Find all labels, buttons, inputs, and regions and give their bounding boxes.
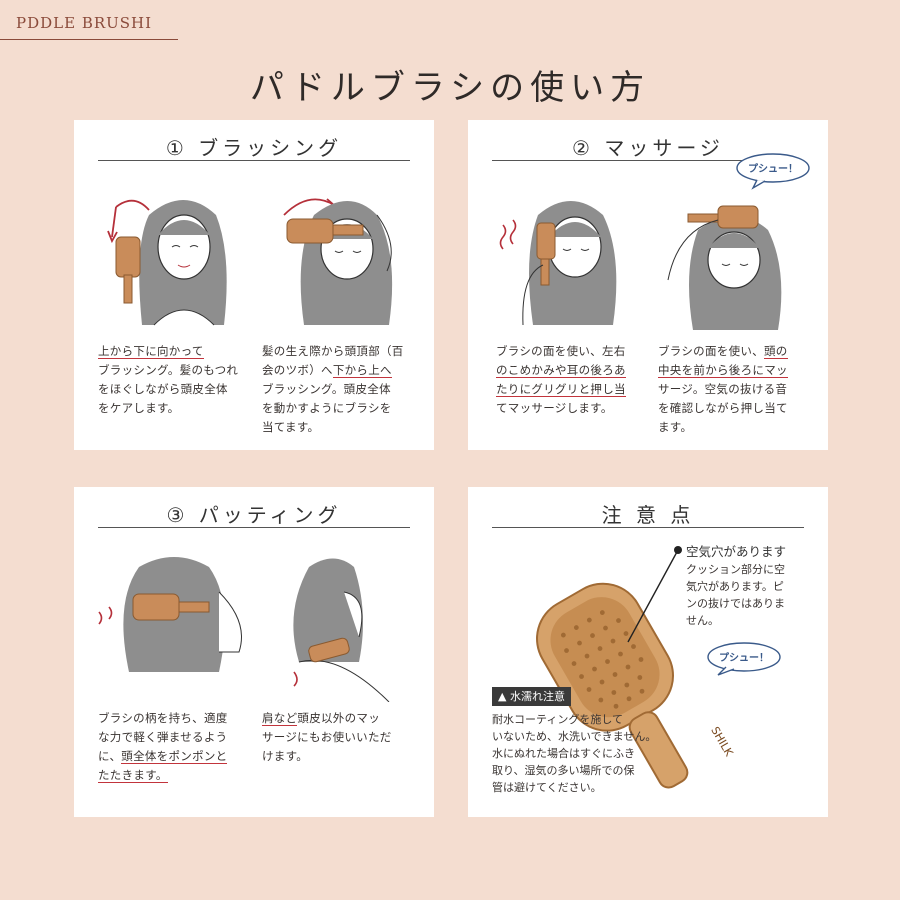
bubble-text: プシュー！ xyxy=(748,164,798,175)
water-warning-text: 耐水コーティングを施して いないため、水洗いできません。 水にぬれた場合はすぐに… xyxy=(492,713,657,794)
water-warning-badge: ▲ 水濡れ注意 xyxy=(492,687,571,706)
card-title: ② マッサージ xyxy=(572,136,724,160)
air-hole-pointer-line xyxy=(627,546,682,643)
brand-underline xyxy=(0,39,178,40)
warning-icon: ▲ xyxy=(498,690,507,703)
brushing-right-text: 髪の生え際から頭頂部（百 会のツボ）へ下から上へ ブラッシング。頭皮全体 を動か… xyxy=(262,344,404,434)
brand-name: PDDLE BRUSHI xyxy=(16,14,153,32)
card-caution: 注 意 点 空気穴があります クッション部分に空 気穴があります。ピ ンの抜けで… xyxy=(468,487,828,817)
brushing-up-illustration xyxy=(283,198,393,325)
title-rule xyxy=(492,160,804,161)
massage-right-text: ブラシの面を使い、頭の 中央を前から後ろにマッ サージ。空気の抜ける音 を確認し… xyxy=(658,344,788,434)
brushing-down-illustration xyxy=(107,199,227,326)
caution-bubble: プシュー！ xyxy=(704,639,784,679)
patting-head-illustration xyxy=(98,557,242,672)
card-brushing: ① ブラッシング 上から下に向かって ブラッシング。髪のもつれ をほぐしながら頭… xyxy=(74,120,434,450)
title-rule xyxy=(98,160,410,161)
massage-bubble: プシュー！ xyxy=(733,150,813,190)
card-patting: ③ パッティング ブラシの柄を持ち、適度 な力で軽く弾ませるよう に、頭全体をポ… xyxy=(74,487,434,817)
brushing-left-text: 上から下に向かって ブラッシング。髪のもつれ をほぐしながら頭皮全体 をケアしま… xyxy=(98,344,239,415)
patting-right-text: 肩など頭皮以外のマッ サージにもお使いいただ けます。 xyxy=(262,711,392,763)
massage-left-text: ブラシの面を使い、左右 のこめかみや耳の後ろあ たりにグリグリと押し当 てマッサ… xyxy=(496,344,626,415)
page-title: パドルブラシの使い方 xyxy=(249,68,651,108)
bubble-text: プシュー！ xyxy=(719,653,769,664)
card-title: ③ パッティング xyxy=(166,503,342,527)
card-title: 注 意 点 xyxy=(601,503,695,527)
title-rule xyxy=(492,527,804,528)
temple-massage-illustration xyxy=(499,201,617,326)
patting-left-text: ブラシの柄を持ち、適度 な力で軽く弾ませるよう に、頭全体をポンポンと たたきま… xyxy=(98,711,228,783)
title-rule xyxy=(98,527,410,528)
air-hole-heading: 空気穴があります xyxy=(686,544,787,559)
crown-massage-illustration xyxy=(667,205,782,330)
patting-shoulder-illustration xyxy=(293,558,390,702)
air-hole-text: クッション部分に空 気穴があります。ピ ンの抜けではありま せん。 xyxy=(686,563,785,627)
card-massage: ② マッサージ プシュー！ ブラシの面を使い、左右 のこめかみや耳の後ろあ たり… xyxy=(468,120,828,450)
card-title: ① ブラッシング xyxy=(165,136,343,160)
